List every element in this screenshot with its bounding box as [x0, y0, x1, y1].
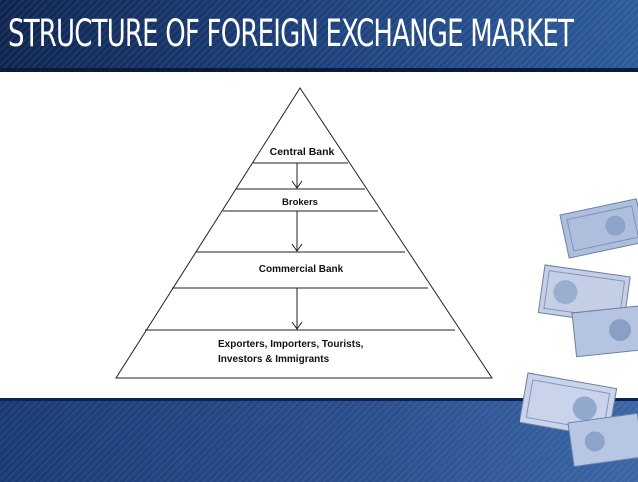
- banknote-5: [567, 412, 638, 468]
- arrow-1: [291, 163, 303, 189]
- pyramid-outline: [115, 87, 493, 379]
- arrow-2: [291, 211, 303, 252]
- pyramid-diagram: Central Bank Brokers Commercial Bank Exp…: [115, 87, 493, 379]
- slide-title: STRUCTURE OF FOREIGN EXCHANGE MARKET: [8, 12, 574, 55]
- level-label-central-bank: Central Bank: [270, 146, 335, 158]
- level-label-brokers: Brokers: [282, 197, 318, 208]
- title-bar: STRUCTURE OF FOREIGN EXCHANGE MARKET: [0, 0, 638, 72]
- banknotes-decoration: [520, 198, 638, 468]
- level-label-investors: Investors & Immigrants: [218, 354, 330, 365]
- banknote-3: [571, 305, 638, 358]
- level-label-commercial-bank: Commercial Bank: [259, 264, 344, 275]
- banknote-1: [559, 198, 638, 259]
- level-label-exporters: Exporters, Importers, Tourists,: [218, 339, 364, 350]
- arrow-3: [291, 288, 303, 330]
